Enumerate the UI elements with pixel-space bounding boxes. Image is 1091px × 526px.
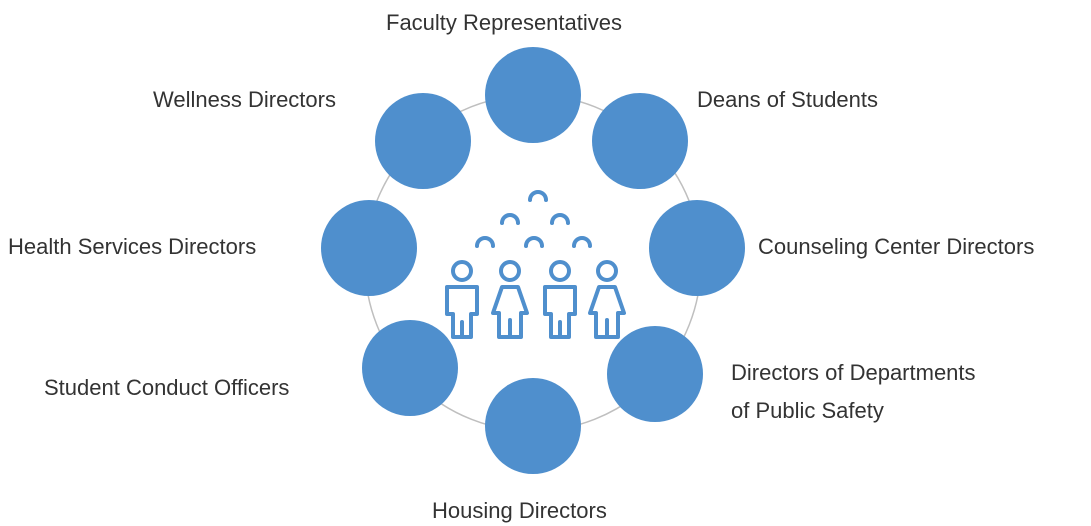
- label-wellness-directors: Wellness Directors: [153, 87, 336, 112]
- node-housing-directors: [485, 378, 581, 474]
- label-directors-public-safety-line1: Directors of Departments: [731, 360, 976, 385]
- label-deans-of-students: Deans of Students: [697, 87, 879, 112]
- node-student-conduct-officers: [362, 320, 458, 416]
- label-directors-public-safety-line2: of Public Safety: [731, 398, 884, 423]
- label-student-conduct-officers: Student Conduct Officers: [44, 375, 290, 400]
- node-faculty-representatives: [485, 47, 581, 143]
- label-faculty-representatives: Faculty Representatives: [386, 10, 622, 35]
- node-deans-of-students: [592, 93, 688, 189]
- node-counseling-center-directors: [649, 200, 745, 296]
- node-health-services-directors: [321, 200, 417, 296]
- label-health-services-directors: Health Services Directors: [8, 234, 257, 259]
- group-of-people-icon: [445, 190, 626, 339]
- label-housing-directors: Housing Directors: [432, 498, 607, 523]
- label-counseling-center-directors: Counseling Center Directors: [758, 234, 1035, 259]
- node-wellness-directors: [375, 93, 471, 189]
- node-directors-public-safety: [607, 326, 703, 422]
